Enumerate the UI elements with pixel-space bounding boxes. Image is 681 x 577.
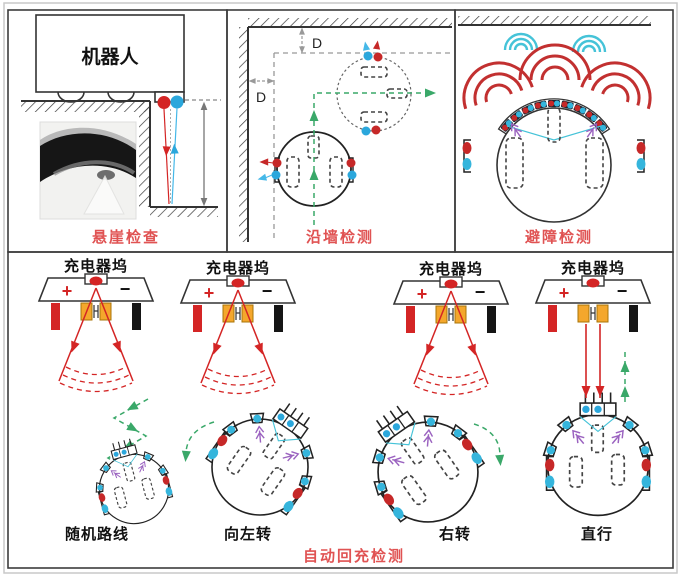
scenario-turn-left: 充电器坞 + − 向左转 xyxy=(180,259,342,543)
outer-border xyxy=(3,2,678,574)
floor-and-cliff xyxy=(21,100,218,217)
scenario-caption-left: 向左转 xyxy=(224,525,272,543)
dock-plus-4: + xyxy=(559,283,570,303)
cliff-sensor-photo xyxy=(39,121,137,220)
robot-random xyxy=(85,431,179,532)
scenario-random-route: 充电器坞 + − 随机路线 xyxy=(38,257,179,543)
straight-direction-green xyxy=(620,352,630,404)
dock-plus-1: + xyxy=(62,281,73,301)
ultrasonic-signal-icon xyxy=(503,32,539,52)
obstacle-wall xyxy=(458,16,651,26)
wall-follow-caption: 沿墙检测 xyxy=(306,228,374,246)
dock-minus-3: − xyxy=(475,282,486,302)
scenario-caption-random: 随机路线 xyxy=(65,525,129,543)
scenario-caption-straight: 直行 xyxy=(581,525,613,543)
obstacle-caption: 避障检测 xyxy=(525,228,593,246)
straight-beams xyxy=(581,324,605,398)
panel-wall-follow: D D xyxy=(239,18,452,246)
panel-borders xyxy=(7,9,674,569)
robot-turn-left xyxy=(190,381,342,536)
ir-receiver-dot xyxy=(170,95,184,109)
ultrasonic-signal-icon xyxy=(571,34,607,54)
panel-obstacle: 避障检测 xyxy=(453,16,661,246)
panel-cliff: 机器人 xyxy=(21,14,221,246)
turn-right-arrow-green xyxy=(473,423,506,467)
ir-emitter-dot xyxy=(157,96,171,109)
distance-label-left: D xyxy=(256,89,266,105)
auto-recharge-caption: 自动回充检测 xyxy=(303,547,405,565)
robot-top-view-obstacle xyxy=(461,98,647,223)
dock-label-2: 充电器坞 xyxy=(206,259,270,277)
cliff-beams xyxy=(162,107,179,205)
depth-measure-arrow xyxy=(185,99,221,207)
ir-wave-icon xyxy=(580,52,661,111)
robot-ghost-top-view xyxy=(336,39,412,136)
ir-beam-2 xyxy=(201,290,275,394)
charging-dock-4 xyxy=(535,275,651,333)
travel-path-green xyxy=(309,88,436,225)
dock-minus-4: − xyxy=(617,281,628,301)
robot-straight xyxy=(544,393,653,516)
charging-dock-1 xyxy=(38,273,154,331)
dock-plus-3: + xyxy=(417,284,428,304)
dock-minus-2: − xyxy=(262,281,273,301)
dock-minus-1: − xyxy=(120,279,131,299)
robot-label: 机器人 xyxy=(81,46,139,68)
dock-label-3: 充电器坞 xyxy=(419,260,483,278)
robot-wall-top-view xyxy=(256,131,357,207)
scenario-straight: 充电器坞 + − 直行 xyxy=(535,259,653,543)
dock-plus-2: + xyxy=(204,283,215,303)
charging-dock-2 xyxy=(180,275,296,333)
panel-auto-recharge: 充电器坞 + − 随机路线 充电器坞 + − xyxy=(38,257,653,565)
wall-follow-path-dashed xyxy=(273,52,451,240)
ir-beam-3 xyxy=(414,291,488,395)
ir-wave-icon xyxy=(518,43,592,82)
ir-wave-icon xyxy=(453,52,534,111)
dock-label-4: 充电器坞 xyxy=(561,259,625,277)
robot-box xyxy=(35,14,185,93)
scenario-turn-right: 充电器坞 + − 右转 xyxy=(343,260,509,544)
robot-turn-right xyxy=(343,382,501,543)
turn-left-arrow-green xyxy=(180,421,215,463)
ir-beam-1 xyxy=(59,288,133,392)
corner-walls xyxy=(239,18,452,242)
distance-annotation-left: D xyxy=(248,78,275,105)
dock-label-1: 充电器坞 xyxy=(64,257,128,275)
scenario-caption-right: 右转 xyxy=(439,525,471,543)
charging-dock-3 xyxy=(393,276,509,334)
distance-annotation-top: D xyxy=(299,27,322,54)
cliff-caption: 悬崖检查 xyxy=(92,228,160,246)
distance-label-top: D xyxy=(312,35,322,51)
